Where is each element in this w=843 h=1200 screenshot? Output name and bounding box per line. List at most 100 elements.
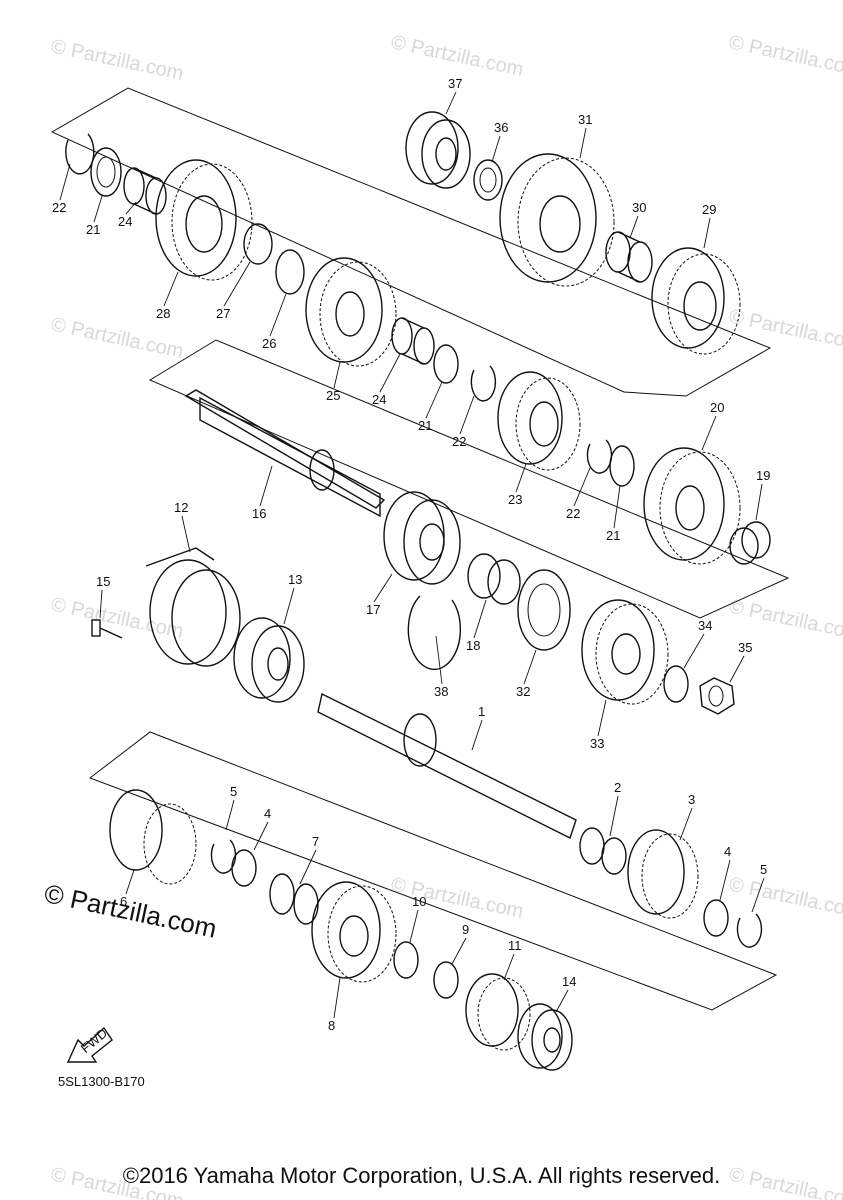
part-gear-large — [499, 153, 615, 287]
callout-8: 8 — [328, 1018, 335, 1033]
callout-22: 22 — [452, 434, 466, 449]
callout-33: 33 — [590, 736, 604, 751]
callout-16: 16 — [252, 506, 266, 521]
callout-28: 28 — [156, 306, 170, 321]
callout-19: 19 — [756, 468, 770, 483]
callout-5: 5 — [760, 862, 767, 877]
callout-9: 9 — [462, 922, 469, 937]
callout-11: 11 — [508, 938, 522, 953]
callout-15: 15 — [96, 574, 110, 589]
callout-14: 14 — [562, 974, 576, 989]
callout-18: 18 — [466, 638, 480, 653]
part-gear — [465, 973, 531, 1051]
part-washer — [433, 344, 459, 384]
part-snap-ring — [586, 439, 613, 474]
lower-shaft-group-outline — [88, 731, 778, 1011]
part-lock-washer — [275, 249, 305, 295]
watermark: © Partzilla.com — [727, 305, 843, 355]
main-axle-group-outline — [148, 339, 790, 619]
part-washer — [393, 941, 419, 979]
part-lock-washer — [663, 665, 689, 703]
callout-30: 30 — [632, 200, 646, 215]
part-washer — [609, 445, 635, 487]
part-bearing — [517, 1003, 573, 1071]
callout-7: 7 — [312, 834, 319, 849]
callout-6: 6 — [120, 894, 127, 909]
callout-21: 21 — [418, 418, 432, 433]
callout-2: 2 — [614, 780, 621, 795]
diagram-code: 5SL1300-B170 — [58, 1074, 145, 1089]
part-collar — [605, 231, 653, 283]
callout-35: 35 — [738, 640, 752, 655]
callout-4: 4 — [724, 844, 731, 859]
callout-10: 10 — [412, 894, 426, 909]
part-gear — [311, 881, 397, 983]
part-needle-bearing — [391, 317, 435, 365]
part-washer — [231, 849, 257, 887]
callout-36: 36 — [494, 120, 508, 135]
callout-13: 13 — [288, 572, 302, 587]
callout-25: 25 — [326, 388, 340, 403]
part-drive-axle — [317, 692, 577, 839]
part-collar — [729, 521, 771, 565]
part-gear — [627, 829, 699, 919]
part-collar — [473, 159, 503, 201]
callout-22: 22 — [52, 200, 66, 215]
part-collar — [579, 827, 627, 875]
part-gear — [651, 247, 741, 355]
watermark-layer: © Partzilla.com © Partzilla.com © Partzi… — [49, 31, 843, 1200]
part-snap-ring — [210, 839, 237, 874]
callout-24: 24 — [372, 392, 386, 407]
watermark: © Partzilla.com — [389, 31, 525, 81]
part-snap-ring — [736, 913, 763, 948]
fwd-arrow-icon: FWD — [66, 1025, 113, 1063]
callout-5: 5 — [230, 784, 237, 799]
callout-32: 32 — [516, 684, 530, 699]
callout-29: 29 — [702, 202, 716, 217]
part-sprocket — [581, 599, 669, 705]
callout-17: 17 — [366, 602, 380, 617]
callout-3: 3 — [688, 792, 695, 807]
callout-21: 21 — [86, 222, 100, 237]
callout-26: 26 — [262, 336, 276, 351]
part-main-axle — [184, 389, 386, 518]
part-washer — [243, 223, 273, 265]
part-seal — [517, 569, 571, 651]
part-snap-ring — [470, 365, 497, 402]
callout-34: 34 — [698, 618, 712, 633]
callout-22: 22 — [566, 506, 580, 521]
callout-27: 27 — [216, 306, 230, 321]
part-needle-bearing — [269, 873, 319, 925]
part-washer — [703, 899, 729, 937]
part-gear-large — [643, 447, 741, 565]
part-needle-bearing — [123, 167, 167, 215]
part-washer — [90, 147, 122, 197]
callout-38: 38 — [434, 684, 448, 699]
part-bearing — [405, 111, 471, 189]
part-bearing-housing — [145, 547, 241, 667]
part-collar — [467, 553, 521, 605]
watermark: © Partzilla.com — [727, 595, 843, 645]
upper-shaft-group-outline — [50, 87, 772, 397]
watermark: © Partzilla.com — [49, 35, 185, 85]
callout-12: 12 — [174, 500, 188, 515]
callout-24: 24 — [118, 214, 132, 229]
callout-1: 1 — [478, 704, 485, 719]
callout-37: 37 — [448, 76, 462, 91]
callout-layer: 37 36 31 30 29 22 21 24 28 27 26 25 24 2… — [52, 76, 770, 1033]
part-bearing — [233, 617, 305, 703]
watermark: © Partzilla.com — [727, 31, 843, 81]
callout-20: 20 — [710, 400, 724, 415]
callout-23: 23 — [508, 492, 522, 507]
part-gear-large — [155, 159, 253, 281]
part-gear-cluster — [109, 789, 197, 885]
callout-4: 4 — [264, 806, 271, 821]
copyright-notice: ©2016 Yamaha Motor Corporation, U.S.A. A… — [122, 1163, 721, 1188]
callout-31: 31 — [578, 112, 592, 127]
part-bolt — [91, 619, 123, 639]
part-lock-washer — [433, 961, 459, 999]
part-gear — [305, 257, 397, 367]
part-snap-ring — [65, 133, 95, 175]
part-shift-fork-gear — [497, 371, 581, 471]
